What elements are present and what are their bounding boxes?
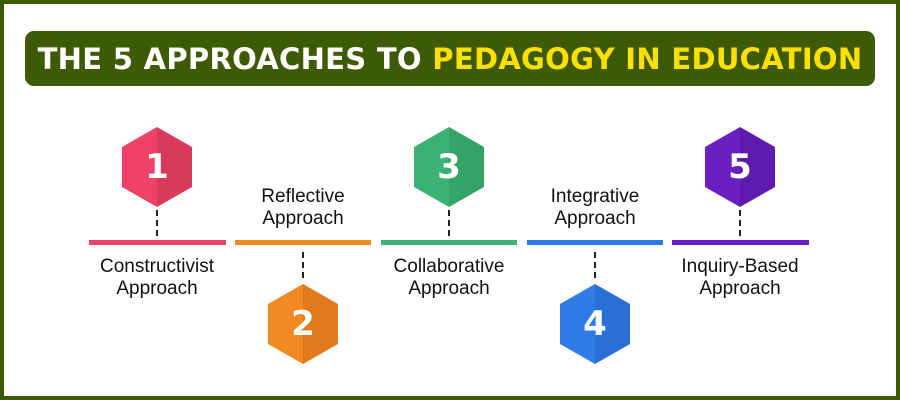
hexagon-icon bbox=[414, 127, 484, 207]
label-line: Approach bbox=[116, 278, 198, 299]
approach-label-3: Collaborative Approach bbox=[369, 256, 529, 300]
title-highlight: PEDAGOGY IN EDUCATION bbox=[432, 41, 863, 76]
title-banner: THE 5 APPROACHES TO PEDAGOGY IN EDUCATIO… bbox=[25, 31, 875, 86]
step-number: 1 bbox=[145, 147, 169, 187]
timeline-segment-3 bbox=[381, 240, 517, 245]
step-number: 3 bbox=[437, 147, 461, 187]
connector-5 bbox=[739, 210, 741, 236]
timeline-segment-1 bbox=[89, 240, 226, 245]
hexagon-icon bbox=[122, 127, 192, 207]
connector-2 bbox=[302, 252, 304, 278]
approach-label-4: Integrative Approach bbox=[515, 186, 675, 230]
connector-1 bbox=[156, 210, 158, 236]
hexagon-step-2: 2 bbox=[268, 284, 338, 364]
timeline-segment-4 bbox=[527, 240, 663, 245]
label-line: Constructivist bbox=[99, 256, 215, 277]
hexagon-step-4: 4 bbox=[560, 284, 630, 364]
approach-label-5: Inquiry-Based Approach bbox=[660, 256, 820, 300]
connector-4 bbox=[594, 252, 596, 278]
label-line: Reflective bbox=[261, 186, 345, 207]
label-line: Approach bbox=[262, 208, 344, 229]
label-line: Inquiry-Based bbox=[681, 256, 799, 277]
label-line: Integrative bbox=[550, 186, 640, 207]
step-number: 2 bbox=[291, 304, 315, 344]
label-line: Collaborative bbox=[393, 256, 505, 277]
timeline-segment-2 bbox=[235, 240, 371, 245]
hexagon-icon bbox=[705, 127, 775, 207]
hexagon-icon bbox=[560, 284, 630, 364]
approach-label-1: Constructivist Approach bbox=[77, 256, 237, 300]
step-number: 4 bbox=[583, 304, 607, 344]
connector-3 bbox=[448, 210, 450, 236]
hexagon-step-1: 1 bbox=[122, 127, 192, 207]
title-text: THE 5 APPROACHES TO bbox=[37, 41, 433, 76]
approach-label-2: Reflective Approach bbox=[223, 186, 383, 230]
label-line: Approach bbox=[408, 278, 490, 299]
hexagon-step-3: 3 bbox=[414, 127, 484, 207]
step-number: 5 bbox=[728, 147, 752, 187]
timeline-segment-5 bbox=[672, 240, 809, 245]
label-line: Approach bbox=[699, 278, 781, 299]
hexagon-step-5: 5 bbox=[705, 127, 775, 207]
label-line: Approach bbox=[554, 208, 636, 229]
hexagon-icon bbox=[268, 284, 338, 364]
